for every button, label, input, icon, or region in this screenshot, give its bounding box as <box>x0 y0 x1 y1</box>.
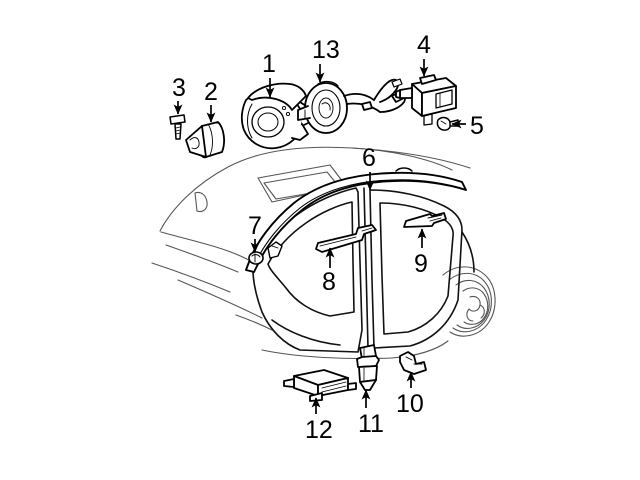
door-openings <box>252 187 475 353</box>
callout-number-5: 5 <box>470 112 484 140</box>
part-10-sensor-mounting-bracket <box>399 351 427 375</box>
callout-number-10: 10 <box>396 390 424 418</box>
callout-number-4: 4 <box>417 31 431 59</box>
part-12-airbag-control-module <box>283 369 357 402</box>
part-4-side-airbag-sensor-module <box>391 74 457 126</box>
part-9-rear-door-airbag-bracket <box>403 212 447 228</box>
part-11-front-impact-sensor <box>356 344 380 391</box>
callout-number-2: 2 <box>204 78 218 106</box>
callout-number-6: 6 <box>362 144 376 172</box>
callout-number-1: 1 <box>262 50 276 78</box>
callout-number-3: 3 <box>172 74 186 102</box>
part-8-front-door-airbag-bracket <box>315 224 377 253</box>
callout-number-13: 13 <box>312 36 340 64</box>
callout-arrows <box>173 59 466 414</box>
callout-number-7: 7 <box>248 212 262 240</box>
part-2-inflator-canister <box>185 121 225 159</box>
part-7-pillar-trim-grommet <box>248 251 264 265</box>
part-3-mounting-bolt <box>169 114 186 140</box>
callout-number-12: 12 <box>305 416 333 444</box>
callout-number-11: 11 <box>358 410 384 438</box>
callout-number-9: 9 <box>414 250 428 278</box>
a-pillar-retainer <box>267 241 283 259</box>
callout-number-8: 8 <box>322 268 336 296</box>
